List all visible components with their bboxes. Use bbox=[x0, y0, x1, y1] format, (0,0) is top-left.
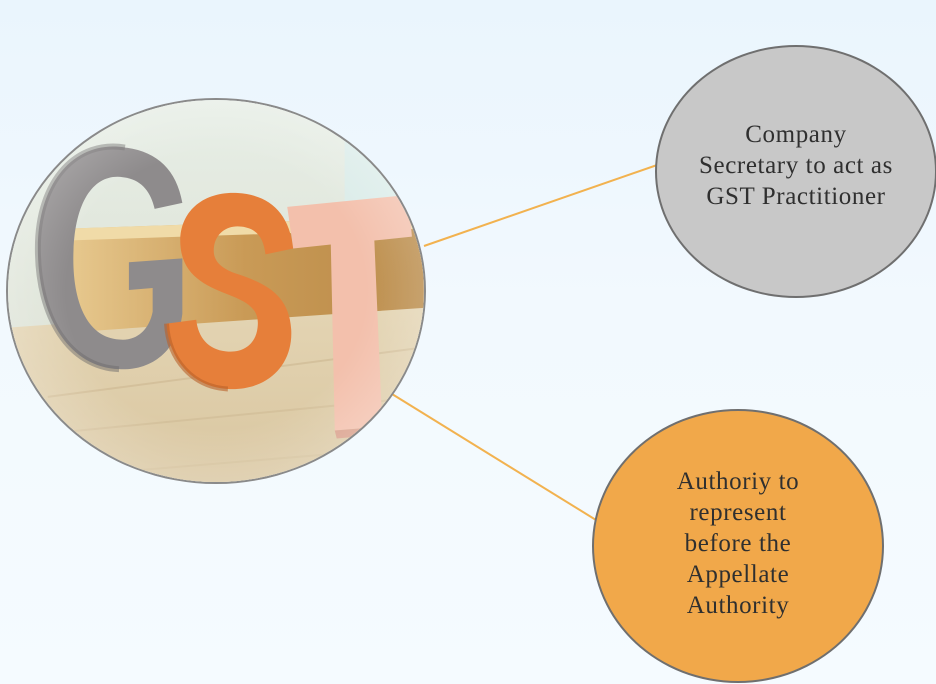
gst-letters-image bbox=[8, 100, 424, 482]
appellate-authority-node: Authoriy to represent before the Appella… bbox=[592, 409, 884, 683]
company-secretary-node: Company Secretary to act as GST Practiti… bbox=[655, 45, 936, 298]
connector-to-appellate-authority bbox=[391, 393, 597, 521]
connector-to-company-secretary bbox=[423, 163, 661, 247]
company-secretary-label: Company Secretary to act as GST Practiti… bbox=[699, 121, 893, 210]
appellate-authority-label: Authoriy to represent before the Appella… bbox=[676, 467, 800, 619]
gst-image-circle bbox=[6, 98, 426, 484]
